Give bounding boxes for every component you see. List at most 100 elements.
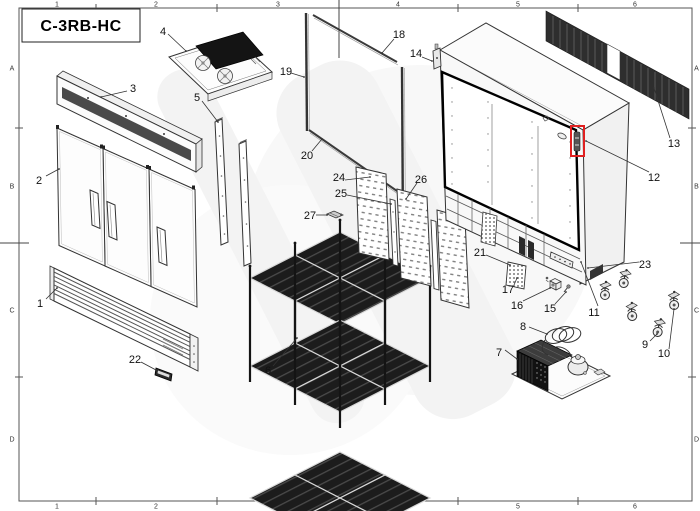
callout-layer: 1234567891011121314151617181920212223242… (36, 26, 680, 377)
part-14-hinge (432, 43, 442, 70)
part-1-louver-panel (49, 265, 199, 372)
callout-leader-2 (45, 168, 60, 177)
cabinet-body (432, 22, 631, 286)
callout-19: 19 (280, 66, 292, 78)
callout-leader-4 (167, 33, 187, 52)
callout-11: 11 (588, 307, 599, 319)
callout-leader-dot (585, 140, 587, 142)
part-19-side-panel (304, 12, 310, 132)
callout-leader-14 (421, 56, 433, 62)
callout-leader-8 (528, 326, 548, 335)
callout-leader-dot (321, 138, 323, 140)
callout-21: 21 (474, 247, 486, 259)
part-24-perforated-panel (355, 166, 390, 261)
callout-leader-23 (587, 261, 640, 269)
callout-leader-1 (45, 287, 58, 300)
callout-leader-dot (56, 287, 58, 289)
fan-icon (217, 68, 233, 84)
grid-col-label-top: 3 (276, 2, 280, 9)
door-handle (156, 226, 168, 267)
callout-leader-6 (272, 337, 298, 367)
callout-leader-dot (653, 87, 655, 89)
callout-18: 18 (393, 29, 405, 41)
callout-22: 22 (129, 354, 141, 366)
callout-15: 15 (544, 303, 556, 315)
callout-leader-15 (554, 291, 567, 305)
caster-icon (667, 290, 681, 310)
part-2-doors (56, 125, 198, 308)
callout-13: 13 (668, 138, 680, 150)
caster-icon (599, 280, 612, 300)
mullion-post (238, 139, 252, 267)
grid-col-label-bottom: 6 (633, 504, 637, 511)
callout-24: 24 (333, 172, 345, 184)
callout-26: 26 (415, 174, 427, 186)
callout-27: 27 (304, 210, 316, 222)
callout-leader-dot (155, 369, 157, 371)
door-panel (56, 125, 106, 267)
callout-leader-13 (653, 87, 671, 139)
callout-leader-10 (668, 308, 675, 350)
grid-row-label-right: A (694, 66, 699, 73)
highlight-layer (570, 125, 585, 157)
grid-col-label-top: 5 (516, 2, 520, 9)
callout-leader-9 (649, 333, 658, 342)
part-16-box (549, 278, 562, 291)
grid-col-label-top: 1 (55, 2, 59, 9)
part-4-evaporator-unit (168, 31, 273, 102)
callout-leader-25 (346, 194, 392, 205)
callout-10: 10 (658, 348, 670, 360)
callout-leader-3 (100, 90, 128, 98)
callout-leader-dot (546, 333, 548, 335)
callout-14: 14 (410, 48, 422, 60)
compressor (555, 346, 606, 376)
callout-4: 4 (160, 26, 166, 38)
callout-leader-dot (580, 261, 582, 263)
callout-5: 5 (194, 92, 200, 104)
door-panel (148, 166, 198, 308)
red-highlight-box (570, 125, 585, 157)
grid-row-label-right: B (694, 184, 699, 191)
callout-8: 8 (520, 321, 526, 333)
grid-col-label-bottom: 2 (154, 504, 158, 511)
callout-leader-dot (516, 358, 518, 360)
grid-row-label-left: A (10, 66, 15, 73)
caster-icon (652, 318, 666, 337)
door-panel (102, 145, 152, 288)
fan-icon (195, 55, 211, 71)
callout-1: 1 (37, 298, 43, 310)
callout-16: 16 (511, 300, 523, 312)
callout-23: 23 (639, 259, 651, 271)
callout-leader-dot (369, 176, 371, 178)
callout-leader-21 (485, 254, 511, 266)
callout-leader-17 (513, 277, 518, 286)
callout-leader-dot (405, 198, 407, 200)
part-13-rear-grille (545, 10, 690, 120)
callout-leader-dot (431, 60, 433, 62)
callout-leader-dot (217, 121, 219, 123)
callout-leader-19 (290, 72, 305, 78)
grid-row-label-right: D (694, 437, 699, 444)
part-3-top-rail (56, 70, 203, 173)
callout-leader-7 (504, 349, 518, 360)
callout-3: 3 (130, 83, 136, 95)
callout-2: 2 (36, 175, 42, 187)
part-15-screw (563, 284, 571, 293)
callout-leader-dot (549, 287, 551, 289)
cabinet-opening (440, 70, 581, 252)
casters (599, 269, 681, 337)
grid-col-label-top: 4 (396, 2, 400, 9)
grid-col-label-top: 2 (154, 2, 158, 9)
callout-leader-dot (565, 291, 567, 293)
part-23-strip (549, 251, 574, 269)
callout-leader-20 (311, 138, 323, 152)
callout-leader-dot (296, 337, 298, 339)
callout-leader-26 (405, 182, 418, 200)
grid-row-label-left: D (9, 437, 14, 444)
callout-12: 12 (648, 172, 660, 184)
callout-leader-dot (673, 308, 675, 310)
grid-col-label-bottom: 1 (55, 504, 59, 511)
shelf-pin-holes (451, 87, 571, 239)
callout-leader-dot (587, 267, 589, 269)
